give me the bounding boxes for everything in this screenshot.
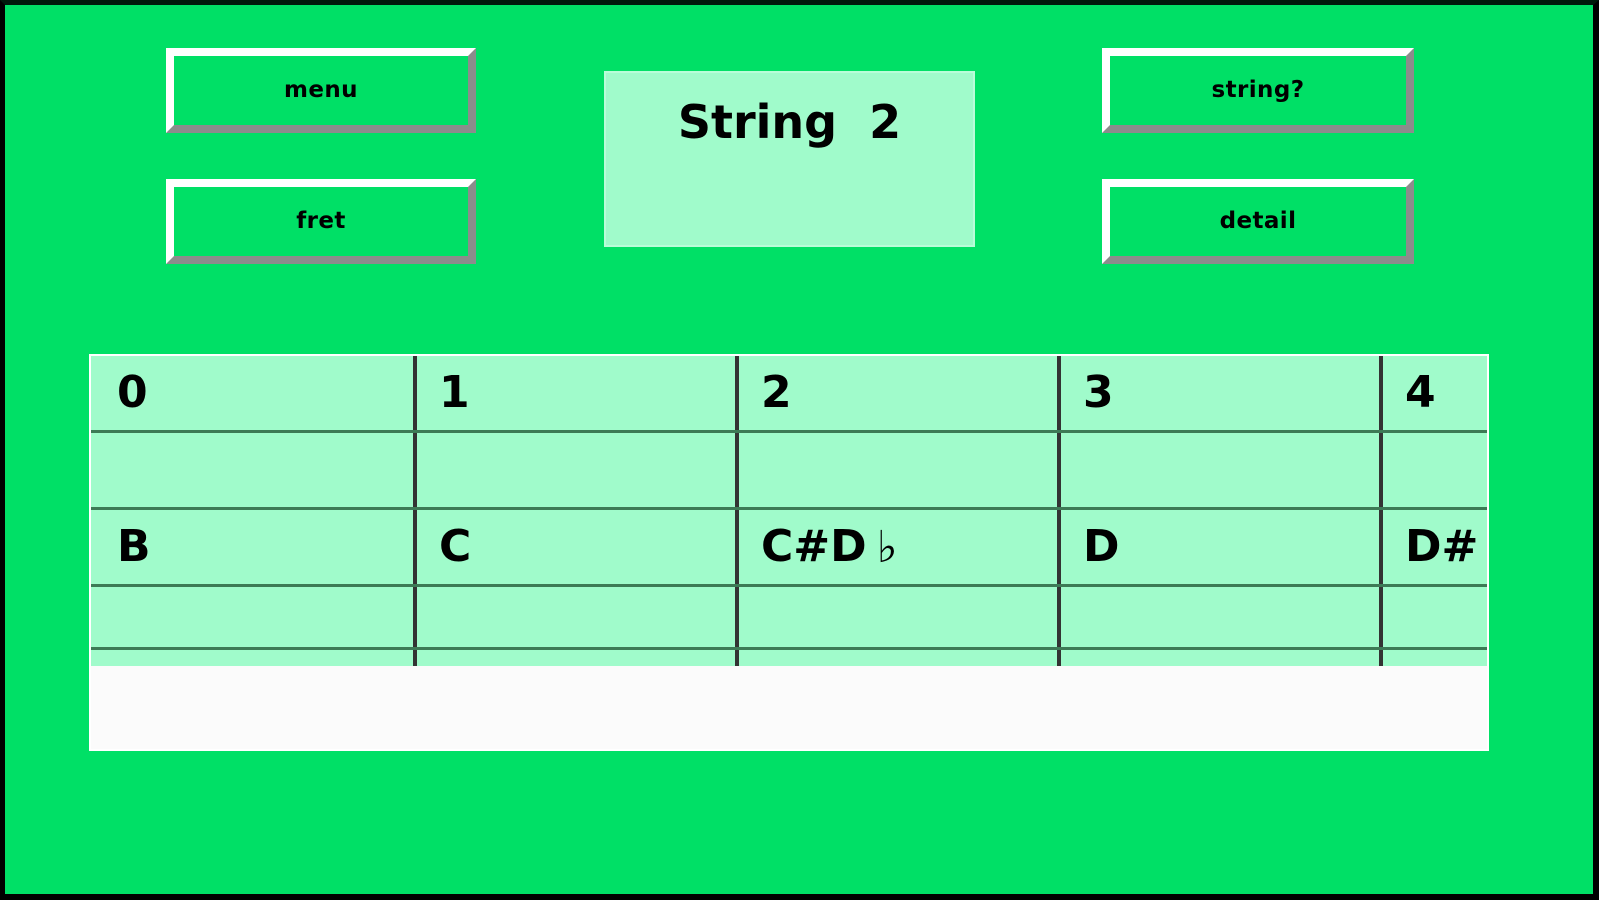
note-name-label: D	[1083, 521, 1120, 572]
empty-cell[interactable]	[1379, 650, 1487, 666]
empty-cell[interactable]	[91, 587, 413, 647]
empty-cell[interactable]	[413, 650, 735, 666]
fret-number-label: 3	[1083, 367, 1114, 418]
column-divider	[1379, 356, 1383, 430]
note-name-cell[interactable]: D#	[1379, 510, 1487, 584]
empty-cell[interactable]	[413, 433, 735, 507]
menu-button[interactable]: menu	[166, 48, 476, 133]
flat-accidental-icon: ♭	[876, 521, 898, 573]
note-name-label: C#D	[761, 521, 867, 572]
column-divider	[1057, 356, 1061, 430]
column-divider	[735, 356, 739, 430]
column-divider	[1057, 433, 1061, 507]
fret-number-label: 2	[761, 367, 792, 418]
column-divider	[1379, 650, 1383, 666]
column-divider	[735, 587, 739, 647]
note-name-cell[interactable]: B	[91, 510, 413, 584]
column-divider	[1057, 650, 1061, 666]
column-divider	[413, 433, 417, 507]
detail-button-label: detail	[1219, 208, 1297, 234]
empty-cell[interactable]	[1057, 587, 1379, 647]
column-divider	[735, 510, 739, 584]
fret-button[interactable]: fret	[166, 179, 476, 264]
empty-cell[interactable]	[735, 650, 1057, 666]
note-name-label: B	[117, 521, 151, 572]
title-panel: String 2	[604, 71, 975, 247]
note-name-label: D#	[1405, 521, 1479, 572]
spacer-row-upper	[91, 433, 1487, 510]
spacer-row-lower	[91, 587, 1487, 650]
string-query-button[interactable]: string?	[1102, 48, 1414, 133]
fret-number-label: 1	[439, 367, 470, 418]
column-divider	[1379, 433, 1383, 507]
fretboard-grid: 0 1 2 3 4 B C C#D♭ D D#	[91, 356, 1487, 666]
note-name-row: B C C#D♭ D D#	[91, 510, 1487, 587]
column-divider	[413, 650, 417, 666]
fret-number-row: 0 1 2 3 4	[91, 356, 1487, 433]
note-name-cell[interactable]: C	[413, 510, 735, 584]
column-divider	[413, 356, 417, 430]
note-name-cell[interactable]: D	[1057, 510, 1379, 584]
fret-number-cell[interactable]: 4	[1379, 356, 1487, 430]
detail-button[interactable]: detail	[1102, 179, 1414, 264]
column-divider	[1057, 587, 1061, 647]
fretboard-table-panel[interactable]: 0 1 2 3 4 B C C#D♭ D D#	[89, 354, 1489, 751]
fret-number-label: 4	[1405, 367, 1436, 418]
empty-cell[interactable]	[1057, 650, 1379, 666]
fret-button-label: fret	[296, 208, 346, 234]
menu-button-label: menu	[284, 77, 358, 103]
empty-cell[interactable]	[1057, 433, 1379, 507]
note-name-cell[interactable]: C#D♭	[735, 510, 1057, 584]
column-divider	[1379, 510, 1383, 584]
empty-cell[interactable]	[1379, 433, 1487, 507]
column-divider	[1379, 587, 1383, 647]
empty-cell[interactable]	[735, 433, 1057, 507]
fret-number-label: 0	[117, 367, 148, 418]
empty-cell[interactable]	[91, 433, 413, 507]
fret-number-cell[interactable]: 3	[1057, 356, 1379, 430]
empty-cell[interactable]	[1379, 587, 1487, 647]
empty-cell[interactable]	[735, 587, 1057, 647]
column-divider	[735, 650, 739, 666]
column-divider	[1057, 510, 1061, 584]
column-divider	[413, 510, 417, 584]
string-query-button-label: string?	[1211, 77, 1305, 103]
empty-cell[interactable]	[91, 650, 413, 666]
fret-number-cell[interactable]: 0	[91, 356, 413, 430]
fret-number-cell[interactable]: 1	[413, 356, 735, 430]
note-name-label: C	[439, 521, 472, 572]
empty-cell[interactable]	[413, 587, 735, 647]
column-divider	[735, 433, 739, 507]
app-canvas: menu fret string? detail String 2 0 1 2 3 4 …	[5, 5, 1593, 894]
page-title: String 2	[677, 95, 902, 149]
fret-number-cell[interactable]: 2	[735, 356, 1057, 430]
column-divider	[413, 587, 417, 647]
spacer-row-stub	[91, 650, 1487, 666]
